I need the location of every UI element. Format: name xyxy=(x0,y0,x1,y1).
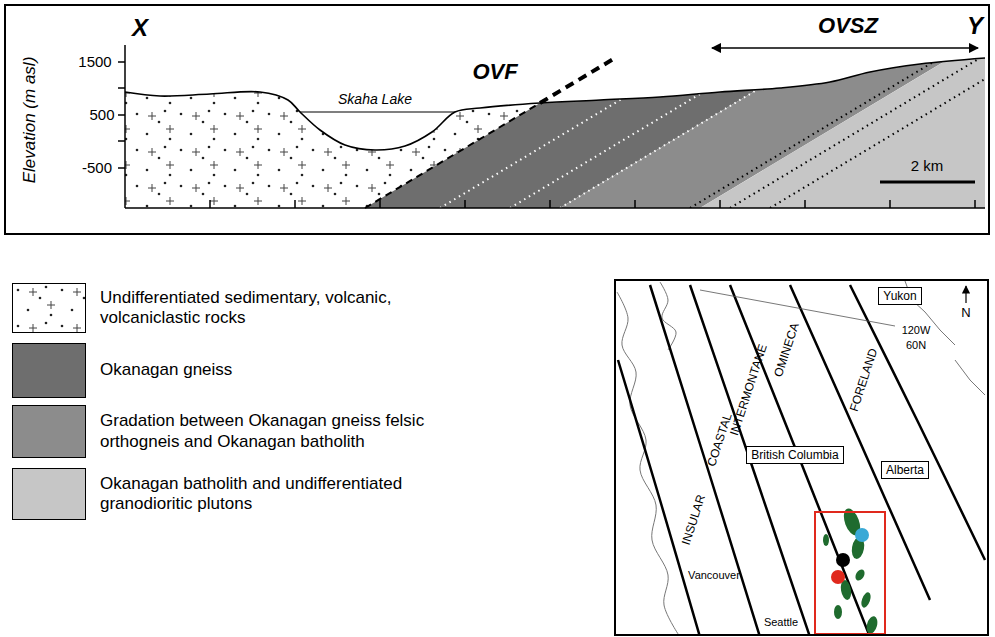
scale-bar xyxy=(880,181,975,184)
x-axis xyxy=(125,207,985,209)
region-box: British Columbia xyxy=(746,446,843,464)
contact-line xyxy=(560,30,857,208)
city-name: Vancouver xyxy=(688,569,740,581)
region-box: Alberta xyxy=(881,461,929,479)
pluton-outcrop xyxy=(854,568,867,582)
axis-tick xyxy=(974,200,976,208)
axis-tick xyxy=(889,200,891,208)
belt-name: COASTAL xyxy=(705,412,735,469)
map-frame xyxy=(615,280,988,635)
legend-text: Okanagan batholith and undifferentiated … xyxy=(100,474,490,515)
tick-label: -500 xyxy=(82,160,112,177)
fault-line xyxy=(540,58,615,103)
section-end: Y xyxy=(967,13,983,39)
axis-tick xyxy=(118,140,125,142)
legend-text: Undifferentiated sedimentary, volcanic, … xyxy=(100,288,490,329)
pluton-outcrop xyxy=(860,591,873,609)
axis-tick xyxy=(379,200,381,208)
belt-boundary xyxy=(790,285,930,600)
batholith-unit xyxy=(700,30,995,208)
contact-line xyxy=(730,30,995,208)
topography xyxy=(125,58,985,150)
city-name: Seattle xyxy=(764,616,798,628)
axis-title: Elevation (m asl) xyxy=(21,57,40,184)
belt-boundary xyxy=(850,285,985,560)
tick-label: 500 xyxy=(89,107,114,124)
fault-name: OVF xyxy=(472,60,517,84)
region-name: British Columbia xyxy=(751,448,838,462)
belt-boundary xyxy=(650,285,760,634)
site-dot xyxy=(836,553,850,567)
belt-name: OMINECA xyxy=(772,321,802,378)
scale-label: 2 km xyxy=(911,158,944,175)
axis-tick xyxy=(294,200,296,208)
region-box: Yukon xyxy=(878,287,921,305)
region-name: Yukon xyxy=(883,289,916,303)
axis-tick xyxy=(804,200,806,208)
pattern-sample xyxy=(13,284,85,332)
graticule-label: 60N xyxy=(906,339,926,351)
graticule-line xyxy=(700,290,895,326)
axis-tick xyxy=(209,200,211,208)
belt-boundary xyxy=(730,285,870,634)
graticule-label: 120W xyxy=(902,324,931,336)
site-dot xyxy=(831,570,845,584)
axis-tick xyxy=(549,200,551,208)
legend-swatch xyxy=(12,468,86,520)
axis-tick xyxy=(634,200,636,208)
lake-name: Skaha Lake xyxy=(338,92,412,107)
axis-tick xyxy=(464,200,466,208)
belt-name: INSULAR xyxy=(680,493,709,547)
pluton-outcrop xyxy=(865,615,879,634)
pluton-outcrop xyxy=(834,605,842,619)
axis-tick xyxy=(118,87,125,89)
border-line xyxy=(955,360,985,395)
axis-tick xyxy=(118,114,125,116)
zone-name: OVSZ xyxy=(818,14,878,38)
location-map xyxy=(617,281,985,634)
belt-name: FORELAND xyxy=(848,347,881,413)
legend-swatch xyxy=(12,343,86,398)
pluton-outcrop xyxy=(823,534,829,546)
section-units xyxy=(125,30,995,208)
north-arrow xyxy=(965,286,966,303)
axis-tick xyxy=(118,167,125,169)
y-axis xyxy=(124,45,126,208)
axis-tick xyxy=(719,200,721,208)
north-label: N xyxy=(961,306,970,320)
lake-surface xyxy=(300,111,455,112)
legend-swatch xyxy=(12,405,86,458)
region-name: Alberta xyxy=(886,463,924,477)
contact-line xyxy=(510,30,807,208)
contact-line xyxy=(770,30,995,208)
contact-line xyxy=(440,30,737,208)
legend-swatch xyxy=(12,283,86,333)
axis-tick xyxy=(118,61,125,63)
legend-text: Gradation between Okanagan gneiss felsic… xyxy=(100,411,490,452)
fault-line xyxy=(365,103,540,208)
study-area-box xyxy=(815,512,885,634)
belt-name: INTERMONTANE xyxy=(728,343,770,438)
zone-arrow xyxy=(712,47,978,49)
site-dot xyxy=(855,528,869,542)
contact-line xyxy=(690,30,987,208)
tick-label: 1500 xyxy=(78,54,111,71)
section-end: X xyxy=(132,15,148,41)
legend-text: Okanagan gneiss xyxy=(100,360,490,380)
